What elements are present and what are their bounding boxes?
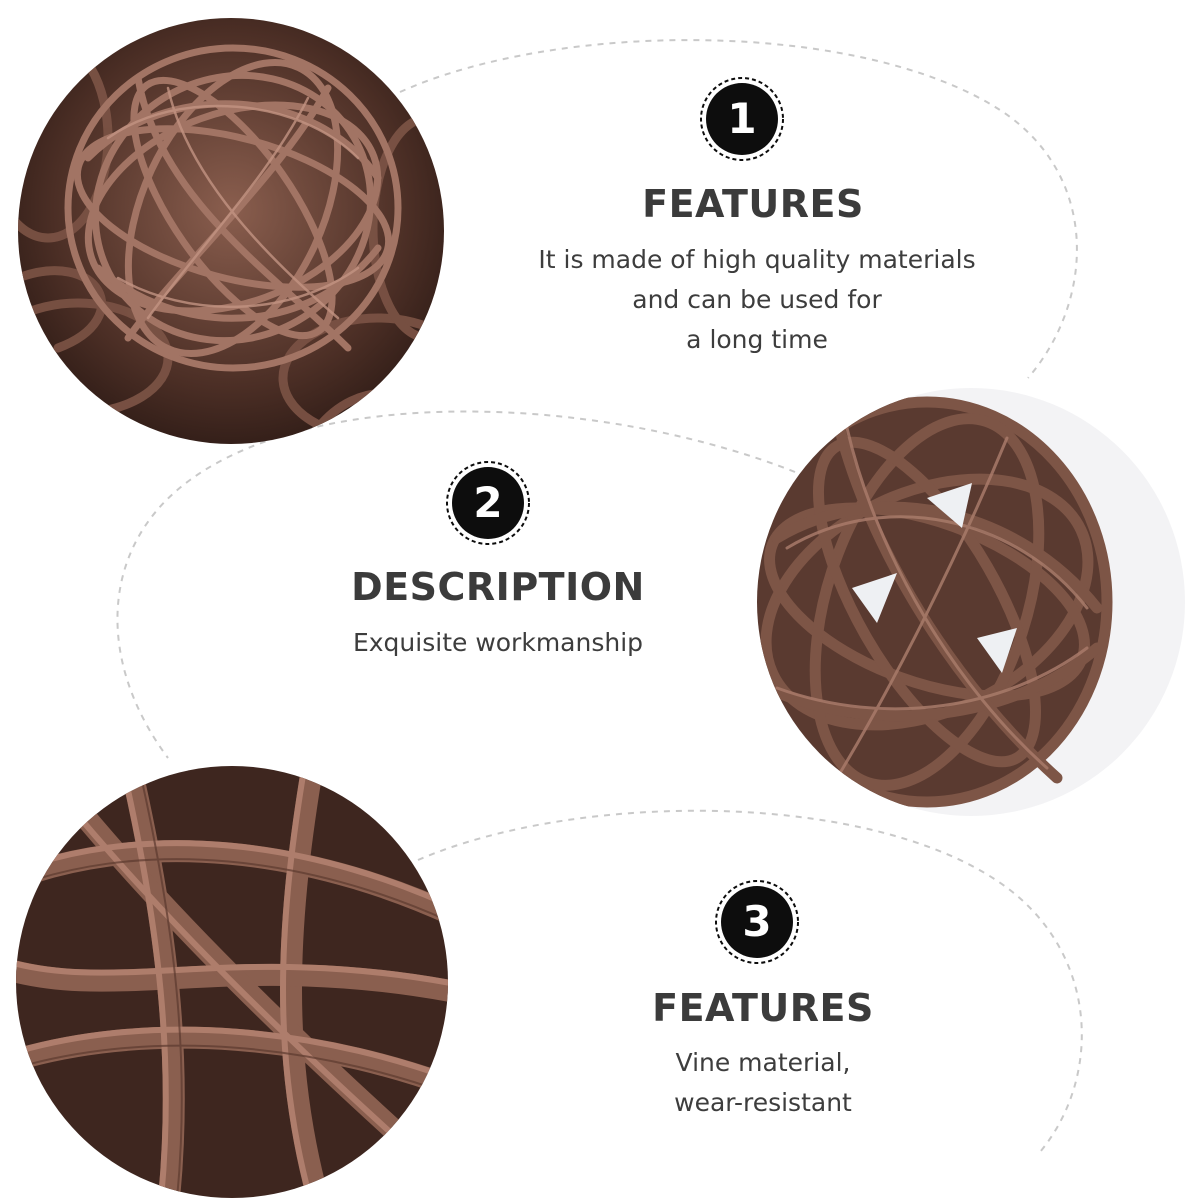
rattan-ball-photo-2	[757, 388, 1185, 816]
section-3-title: FEATURES	[652, 986, 874, 1030]
step-2-badge: 2	[444, 459, 532, 547]
section-3-line: Vine material,	[675, 1048, 851, 1077]
rattan-ball-photo-1	[18, 18, 444, 444]
section-2-description: Exquisite workmanship	[248, 623, 748, 663]
rattan-ball-photo-3	[16, 766, 448, 1198]
step-3-badge: 3	[713, 878, 801, 966]
section-1-line: a long time	[686, 325, 828, 354]
section-3-line: wear-resistant	[674, 1088, 852, 1117]
step-2-number: 2	[473, 478, 503, 527]
section-1-line: It is made of high quality materials	[538, 245, 976, 274]
numbered-circle-icon	[446, 461, 530, 545]
section-2-title: DESCRIPTION	[351, 565, 645, 609]
step-1-number: 1	[727, 94, 757, 143]
step-1-badge: 1	[698, 75, 786, 163]
section-1-line: and can be used for	[632, 285, 882, 314]
numbered-circle-icon	[715, 880, 799, 964]
section-2-line: Exquisite workmanship	[352, 628, 644, 657]
step-3-number: 3	[742, 897, 772, 946]
section-3-description: Vine material, wear-resistant	[563, 1043, 963, 1123]
section-1-description: It is made of high quality materials and…	[457, 240, 1057, 360]
numbered-circle-icon	[700, 77, 784, 161]
section-1-title: FEATURES	[642, 182, 864, 226]
dashed-curve-2	[116, 410, 796, 759]
dashed-curve-1	[399, 39, 1078, 379]
